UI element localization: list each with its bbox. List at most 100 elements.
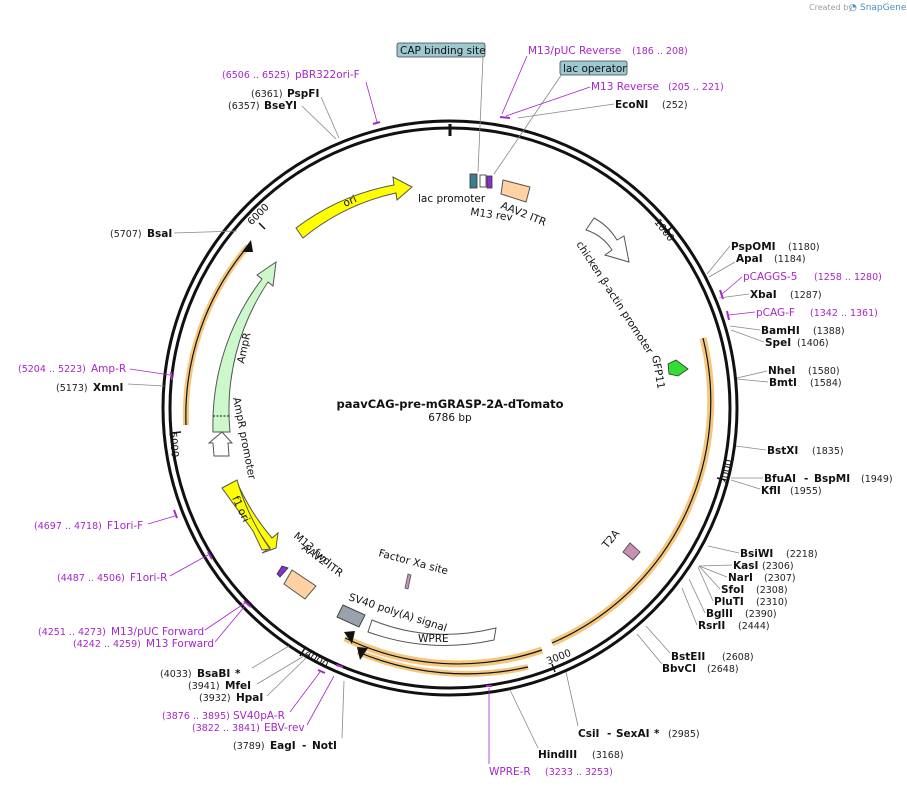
callout-cap-site[interactable]: CAP binding site: [396, 42, 486, 173]
nar-i-pos: (2307): [764, 573, 796, 584]
f1ori-f-pos: (4697 .. 4718): [34, 521, 102, 532]
enzyme-apa-i[interactable]: ApaI (1184): [708, 253, 806, 278]
enzyme-kas-i[interactable]: KasI (2306): [698, 560, 794, 572]
ampr-promoter-label: AmpR promoter: [230, 396, 258, 481]
m13-reverse-pos: (205 .. 221): [668, 82, 724, 93]
enzyme-bst-xi[interactable]: BstXI (1835): [735, 445, 844, 457]
enzyme-hpa-i[interactable]: (3932) HpaI: [199, 657, 307, 704]
enzyme-spe-i[interactable]: SpeI (1406): [730, 329, 829, 349]
enzyme-eco-ni[interactable]: EcoNI (252): [517, 99, 688, 119]
hpa-i-name: HpaI: [236, 692, 263, 704]
feature-gfp11[interactable]: GFP11: [649, 354, 689, 390]
eag-i-name: EagI: [270, 740, 296, 752]
feature-wpre[interactable]: WPRE: [367, 619, 497, 646]
pcaggs-5-pos: (1258 .. 1280): [814, 272, 882, 283]
primer-ebv-rev[interactable]: (3822 .. 3841) EBV-rev: [192, 664, 344, 734]
enzyme-bsi-wi[interactable]: BsiWI (2218): [707, 545, 818, 560]
cap-site-label: CAP binding site: [400, 45, 486, 57]
factor-xa-label: Factor Xa site: [377, 547, 449, 577]
enzyme-xba-i[interactable]: XbaI (1287): [718, 289, 822, 301]
primer-pbr322ori-f[interactable]: (6506 .. 6525) pBR322ori-F: [222, 69, 381, 125]
feature-f1-ori[interactable]: f1 ori: [221, 479, 279, 554]
bfu-ai-name: BfuAI: [764, 473, 796, 485]
xmn-i-pos: (5173): [56, 383, 88, 394]
enzyme-psp-omi[interactable]: PspOMI (1180): [706, 241, 820, 275]
lac-promoter-label: lac promoter: [418, 193, 486, 205]
primer-f1ori-r[interactable]: (4487 .. 4506) F1ori-R: [57, 551, 213, 584]
bsa-bi-name: BsaBI: [197, 668, 230, 680]
enzyme-nar-i[interactable]: NarI (2307): [698, 565, 796, 584]
enzyme-psp-fi[interactable]: (6361) PspFI: [251, 88, 340, 139]
enzyme-plu-ti[interactable]: PluTI (2310): [697, 566, 788, 608]
feature-m13-rev[interactable]: M13 rev: [470, 174, 514, 224]
gfp11-label: GFP11: [649, 354, 667, 389]
ebv-rev-name: EBV-rev: [264, 722, 305, 734]
enzyme-bmt-i[interactable]: BmtI (1584): [736, 377, 842, 389]
primer-pcag-f[interactable]: pCAG-F (1342 .. 1361): [726, 307, 878, 321]
enzyme-mfe-i[interactable]: (3941) MfeI: [188, 655, 305, 692]
bgl-ii-name: BglII: [706, 608, 733, 620]
pbr322ori-f-name: pBR322ori-F: [295, 69, 360, 81]
eag-i-pos: (3789): [233, 741, 265, 752]
primer-amp-r[interactable]: (5204 .. 5223) Amp-R: [18, 363, 173, 381]
enzyme-kfl-i[interactable]: KflI (1955): [730, 479, 822, 497]
enzyme-xmn-i[interactable]: (5173) XmnI: [56, 382, 165, 394]
tick-6000: 6000: [246, 202, 272, 228]
primer-f1ori-f[interactable]: (4697 .. 4718) F1ori-F: [34, 509, 178, 532]
bsp-mi-name: BspMI: [814, 473, 850, 485]
feature-chicken-promoter[interactable]: chicken β-actin promoter: [573, 217, 656, 357]
hpa-i-pos: (3932): [199, 693, 231, 704]
enzyme-nhe-i[interactable]: NheI (1580): [736, 365, 840, 379]
sex-ai-name: SexAI: [616, 728, 650, 740]
enzyme-bsa-i[interactable]: (5707) BsaI: [110, 228, 238, 240]
m13-reverse-name: M13 Reverse: [591, 81, 659, 93]
rsr-ii-name: RsrII: [698, 620, 725, 632]
enzyme-bst-eii[interactable]: BstEII (2608): [645, 625, 754, 663]
sex-ai-star: *: [654, 728, 660, 740]
enzyme-eag-i[interactable]: (3789) EagI - NotI: [233, 680, 345, 752]
primer-m13-reverse[interactable]: M13 Reverse (205 .. 221): [505, 81, 724, 117]
primer-m13-puc-reverse[interactable]: M13/pUC Reverse (186 .. 208): [499, 45, 688, 119]
eag-i-sep: -: [302, 740, 306, 752]
not-i-name: NotI: [312, 740, 337, 752]
primer-m13-forward[interactable]: (4242 .. 4259) M13 Forward: [73, 605, 246, 650]
eco-ni-name: EcoNI: [615, 99, 648, 111]
feature-factor-xa-site[interactable]: Factor Xa site: [377, 547, 449, 590]
feature-t2a[interactable]: T2A: [599, 527, 641, 561]
sv40pa-r-pos: (3876 .. 3895): [162, 711, 230, 722]
enzyme-rsr-ii[interactable]: RsrII (2444): [681, 587, 770, 632]
primer-wpre-r[interactable]: WPRE-R (3233 .. 3253): [486, 685, 613, 778]
primer-m13-puc-forward[interactable]: (4251 .. 4273) M13/pUC Forward: [38, 600, 252, 638]
enzyme-hind-iii[interactable]: HindIII (3168): [509, 689, 624, 761]
enzyme-bse-yi[interactable]: (6357) BseYI: [228, 100, 337, 140]
kas-i-name: KasI: [733, 560, 758, 572]
primer-sv40pa-r[interactable]: (3876 .. 3895) SV40pA-R: [162, 669, 326, 722]
enzyme-sfo-i[interactable]: SfoI (2308): [698, 565, 788, 596]
bsi-wi-pos: (2218): [786, 549, 818, 560]
enzyme-csi-i[interactable]: CsiI - SexAI * (2985): [565, 671, 700, 740]
xba-i-pos: (1287): [790, 290, 822, 301]
bgl-ii-pos: (2390): [745, 609, 777, 620]
m13-fwd-label: M13 fwd: [291, 530, 333, 568]
coordinate-ticks: 1000 2000 3000 4000 5000 6000: [167, 202, 735, 673]
psp-fi-pos: (6361): [251, 89, 283, 100]
apa-i-name: ApaI: [736, 253, 763, 265]
bst-eii-name: BstEII: [671, 651, 705, 663]
xba-i-name: XbaI: [750, 289, 777, 301]
bmt-i-pos: (1584): [810, 378, 842, 389]
csi-i-sep: -: [607, 728, 611, 740]
callout-lac-operator[interactable]: lac operator: [493, 60, 628, 175]
feature-lac-promoter[interactable]: lac promoter: [418, 173, 486, 205]
credit-text: Created by: [809, 3, 853, 12]
enzyme-bsa-bi[interactable]: (4033) BsaBI *: [160, 645, 290, 680]
feature-ori[interactable]: ori: [295, 176, 413, 239]
enzyme-bfu-ai[interactable]: BfuAI - BspMI (1949): [731, 473, 893, 485]
bse-yi-name: BseYI: [264, 100, 297, 112]
enzyme-bgl-ii[interactable]: BglII (2390): [688, 578, 777, 620]
bbv-ci-name: BbvCI: [662, 663, 696, 675]
pcag-f-pos: (1342 .. 1361): [810, 308, 878, 319]
primer-pcaggs-5[interactable]: pCAGGS-5 (1258 .. 1280): [719, 271, 882, 300]
enzyme-bam-hi[interactable]: BamHI (1388): [729, 325, 845, 337]
enzyme-bbv-ci[interactable]: BbvCI (2648): [636, 633, 739, 675]
kfl-i-pos: (1955): [790, 486, 822, 497]
